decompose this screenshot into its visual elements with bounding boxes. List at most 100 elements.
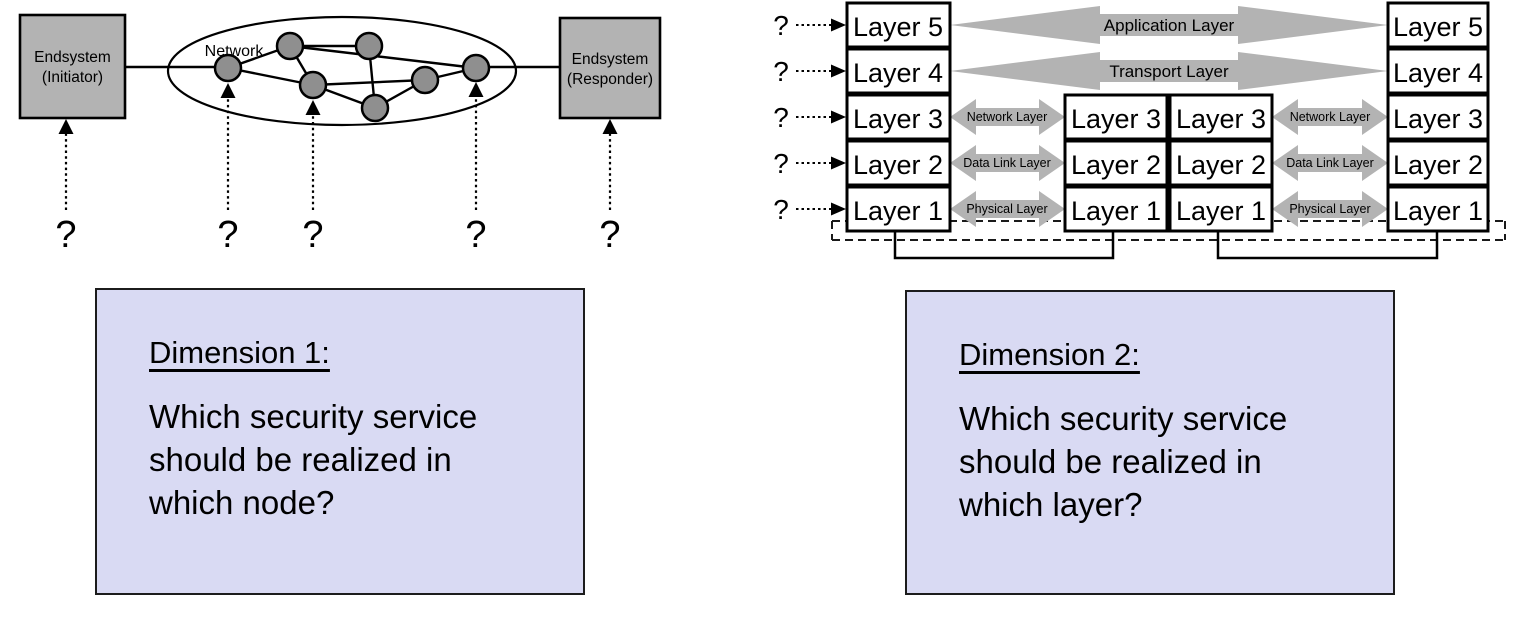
layer-box	[1386, 47, 1490, 95]
layer-box-label: Layer 1	[1176, 196, 1266, 226]
layer-stack-diagram: Application Layer Transport Layer Networ…	[773, 1, 1506, 260]
network-node	[360, 93, 390, 123]
dimension-1-panel: Dimension 1: Which security service shou…	[95, 288, 585, 595]
layer-box-label: Layer 1	[853, 196, 943, 226]
layer-box-label: Layer 3	[1071, 104, 1161, 134]
question-marks: ? ? ? ? ?	[55, 214, 620, 256]
layer-box-label: Layer 5	[1393, 12, 1483, 42]
arrowhead-up-icon	[58, 119, 74, 134]
arrowhead-up-icon	[468, 82, 484, 97]
network-layer-arrow-icon	[950, 99, 1065, 135]
layer-box	[1063, 93, 1169, 141]
dimension-1-body-line: which node?	[149, 484, 335, 522]
question-mark: ?	[465, 214, 486, 256]
stack-router-left: Layer 3 Layer 2 Layer 1	[1063, 93, 1169, 233]
network-node	[410, 65, 440, 95]
network-nodes	[213, 31, 491, 123]
physical-layer-label: Physical Layer	[1289, 202, 1370, 216]
wide-arrows	[950, 6, 1388, 90]
layer-question-arrow-lines	[796, 24, 831, 210]
network-node	[461, 53, 491, 83]
responder-box	[558, 16, 662, 120]
layer-box	[1168, 93, 1274, 141]
network-edge	[227, 66, 314, 87]
layer-question-marks: ? ? ? ? ?	[773, 10, 789, 225]
layer-box	[1063, 139, 1169, 187]
arrowhead-right-icon	[831, 110, 846, 124]
responder-label-line2: (Responder)	[567, 71, 653, 88]
layer-box-label: Layer 3	[853, 104, 943, 134]
layer-box	[845, 93, 952, 141]
layer-box	[845, 1, 952, 49]
network-node	[354, 31, 384, 61]
network-node	[275, 31, 305, 61]
transport-layer-label: Transport Layer	[1109, 62, 1229, 81]
physical-link-left	[893, 231, 1115, 260]
question-mark: ?	[599, 214, 620, 256]
network-cloud-ellipse	[166, 15, 518, 127]
dimension-2-body-line: which layer?	[959, 486, 1143, 524]
stack-router-right: Layer 3 Layer 2 Layer 1	[1168, 93, 1274, 233]
layer-box	[1386, 1, 1490, 49]
stack-endsystem-right: Layer 5 Layer 4 Layer 3 Layer 2 Layer 1	[1386, 1, 1490, 233]
question-mark: ?	[773, 148, 789, 179]
datalink-layer-arrow-icon	[950, 145, 1065, 181]
layer-box	[1168, 185, 1274, 233]
stack-endsystem-left: Layer 5 Layer 4 Layer 3 Layer 2 Layer 1	[845, 1, 952, 233]
layer-box-label: Layer 5	[853, 12, 943, 42]
application-layer-label: Application Layer	[1104, 16, 1235, 35]
arrowhead-up-icon	[602, 119, 618, 134]
arrowhead-right-icon	[831, 64, 846, 78]
physical-layer-arrow-icon	[1272, 191, 1388, 227]
application-layer-arrow-icon	[950, 6, 1388, 44]
question-arrow-lines	[64, 95, 612, 210]
question-arrow-heads	[58, 82, 618, 134]
network-edge	[312, 78, 426, 87]
arrowhead-up-icon	[305, 100, 321, 115]
initiator-label-line2: (Initiator)	[42, 69, 103, 86]
network-node	[298, 70, 328, 100]
arrowhead-right-icon	[831, 202, 846, 216]
network-node	[213, 53, 243, 83]
layer-box	[1386, 185, 1490, 233]
arrowhead-right-icon	[831, 156, 846, 170]
network-layer-label: Network Layer	[967, 110, 1048, 124]
datalink-layer-label: Data Link Layer	[963, 156, 1051, 170]
layer-box	[845, 47, 952, 95]
layer-box-label: Layer 1	[1071, 196, 1161, 226]
dimension-2-body-line: should be realized in	[959, 443, 1262, 481]
network-edge	[289, 44, 477, 70]
network-layer-label: Network Layer	[1290, 110, 1371, 124]
layer-box	[1386, 93, 1490, 141]
layer-box-label: Layer 2	[1071, 150, 1161, 180]
network-label: Network	[205, 43, 265, 60]
dimension-2-body-line: Which security service	[959, 400, 1288, 438]
network-layer-arrow-icon	[1272, 99, 1388, 135]
question-mark: ?	[773, 10, 789, 41]
layer-box-label: Layer 4	[1393, 58, 1483, 88]
dimension-1-body-line: Which security service	[149, 398, 478, 436]
physical-layer-label: Physical Layer	[966, 202, 1047, 216]
arrowhead-right-icon	[831, 18, 846, 32]
question-mark: ?	[773, 194, 789, 225]
question-mark: ?	[302, 214, 323, 256]
hop-arrows-right	[1272, 99, 1388, 227]
question-mark: ?	[217, 214, 238, 256]
layer-box-label: Layer 2	[853, 150, 943, 180]
question-mark: ?	[55, 214, 76, 256]
dimension-2-panel: Dimension 2: Which security service shou…	[905, 290, 1395, 595]
responder-label-line1: Endsystem	[572, 51, 649, 68]
network-diagram: Network Endsystem (Initiator) Endsystem …	[18, 13, 662, 256]
dimension-1-title: Dimension 1:	[149, 335, 330, 370]
layer-box-label: Layer 1	[1393, 196, 1483, 226]
question-mark: ?	[773, 102, 789, 133]
layer-box-label: Layer 2	[1176, 150, 1266, 180]
physical-layer-arrow-icon	[950, 191, 1065, 227]
datalink-layer-label: Data Link Layer	[1286, 156, 1374, 170]
layer-box	[1168, 139, 1274, 187]
initiator-box	[18, 13, 127, 120]
hop-arrows-left	[950, 99, 1065, 227]
transport-layer-arrow-icon	[950, 52, 1388, 90]
question-mark: ?	[773, 56, 789, 87]
